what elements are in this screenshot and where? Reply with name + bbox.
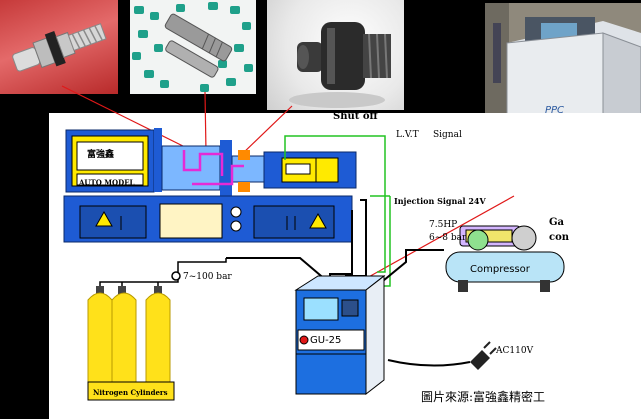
compressor-label: Compressor [470,264,530,275]
compressor-pressure-label: 6~8 bar [429,233,467,243]
compressor-hp-label: 7.5HP [429,220,458,230]
nozzle-parts-photo [130,0,256,94]
controller-label: GU-25 [310,335,342,346]
svg-text:PPC: PPC [545,105,564,116]
power-label: AC110V [496,346,534,356]
air-compressor [445,225,565,292]
lvt-signal-label: Signal [433,130,462,140]
power-plug [470,341,497,370]
shut-off-label: Shut off [333,111,378,122]
gas-nipple-photo [0,0,118,94]
gu25-controller [294,274,386,396]
source-caption: 圖片來源:富強鑫精密工 [421,390,546,404]
cylinder-pressure-label: 7~100 bar [183,272,232,282]
lvt-label: L.V.T [396,130,419,140]
nitrogen-cylinders [87,286,175,401]
machine-logo: 富強鑫 [87,150,115,160]
cylinders-label: Nitrogen Cylinders [93,388,168,397]
gas-label-line2: con [549,232,570,243]
shut-off-valve-photo [267,0,404,110]
injection-signal-label: Injection Signal 24V [394,196,486,206]
gas-label-line1: Ga [549,217,565,228]
injection-machine [63,128,357,243]
machine-model-label: AUTO MODEL [79,178,135,187]
